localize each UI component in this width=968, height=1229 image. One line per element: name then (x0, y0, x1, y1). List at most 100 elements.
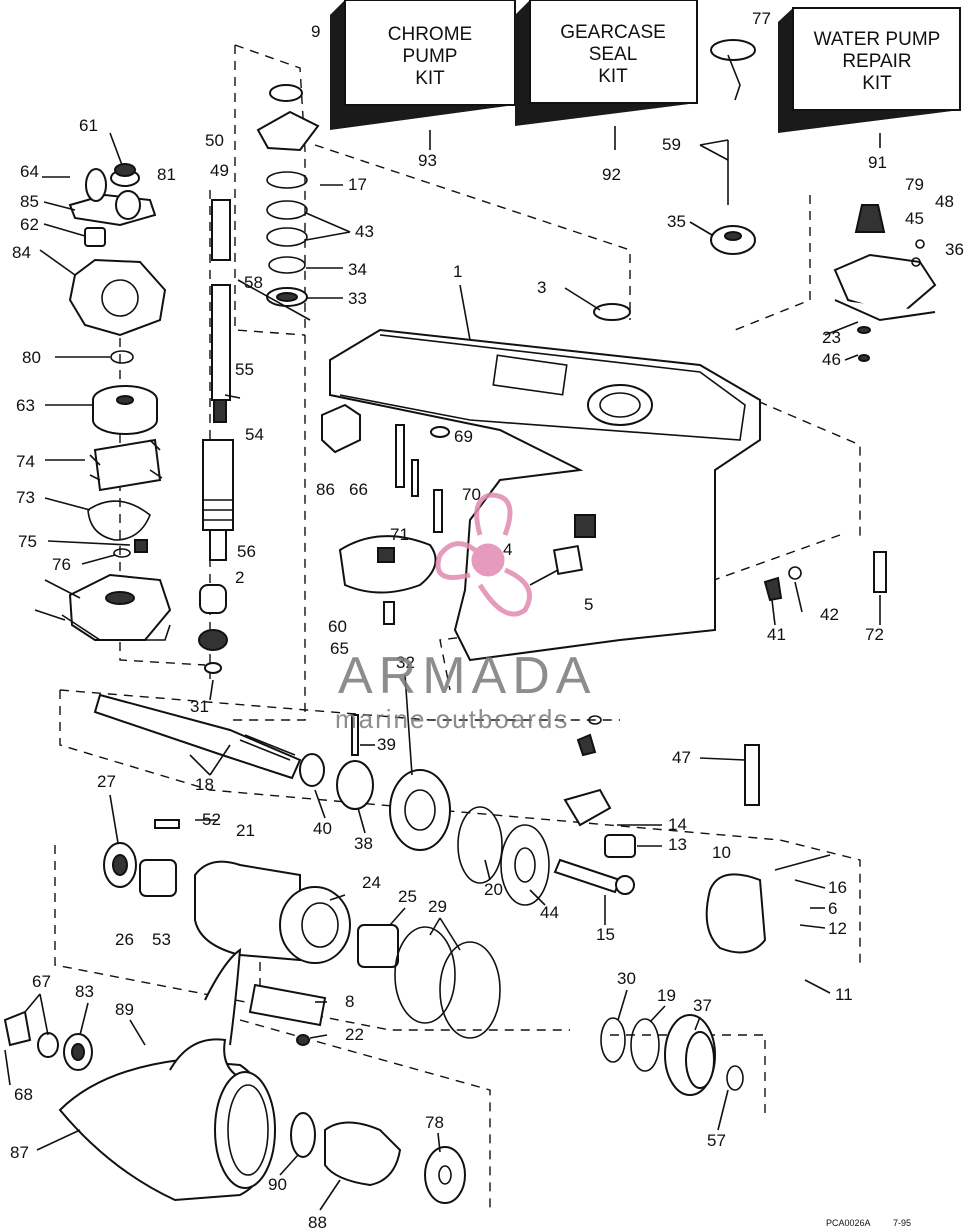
callout-76: 76 (52, 555, 71, 574)
callout-14: 14 (668, 815, 687, 834)
chrome-pump-kit-line-1: CHROME (388, 24, 472, 45)
callout-11: 11 (835, 985, 853, 1004)
callout-46: 46 (822, 350, 841, 369)
callout-79: 79 (905, 175, 924, 194)
callout-55: 55 (235, 360, 254, 379)
callout-30: 30 (617, 969, 636, 988)
callout-25: 25 (398, 887, 417, 906)
water-pump-repair-kit-line-2: REPAIR (842, 51, 911, 72)
callout-71: 71 (390, 525, 409, 544)
callout-87: 87 (10, 1143, 29, 1162)
propeller-parts (3, 948, 466, 1204)
watermark-brand: ARMADA (338, 647, 596, 705)
callout-86: 86 (316, 480, 335, 499)
callout-70: 70 (462, 485, 481, 504)
callout-31: 31 (190, 697, 209, 716)
water-pump-repair-kit-line-1: WATER PUMP (814, 29, 941, 50)
callout-29: 29 (428, 897, 447, 916)
callout-17: 17 (348, 175, 367, 194)
callout-42: 42 (820, 605, 839, 624)
callout-69: 69 (454, 427, 473, 446)
callout-74: 74 (16, 452, 35, 471)
callout-34: 34 (348, 260, 367, 279)
callout-22: 22 (345, 1025, 364, 1044)
callout-36: 36 (945, 240, 964, 259)
figure-date: 7-95 (893, 1218, 911, 1228)
callout-66: 66 (349, 480, 368, 499)
gearcase-seal-kit-line-3: KIT (598, 66, 628, 87)
callout-20: 20 (484, 880, 503, 899)
water-pump-parts (61, 163, 172, 641)
callout-2: 2 (235, 568, 244, 587)
callout-57: 57 (707, 1131, 726, 1150)
gearcase-seal-kit-line-1: GEARCASE (560, 22, 666, 43)
callout-27: 27 (97, 772, 116, 791)
callout-1: 1 (453, 262, 462, 281)
callout-56: 56 (237, 542, 256, 561)
callout-40: 40 (313, 819, 332, 838)
callout-5: 5 (584, 595, 593, 614)
water-pump-repair-kit-box: WATER PUMP REPAIR KIT (778, 7, 961, 133)
callout-26: 26 (115, 930, 134, 949)
propeller-logo-icon (435, 492, 532, 617)
callout-9: 9 (311, 22, 320, 41)
callout-93: 93 (418, 151, 437, 170)
callout-65: 65 (330, 639, 349, 658)
callout-72: 72 (865, 625, 884, 644)
callout-23: 23 (822, 328, 841, 347)
callout-10: 10 (712, 843, 731, 862)
callout-4: 4 (503, 540, 512, 559)
callout-32: 32 (396, 653, 415, 672)
callout-80: 80 (22, 348, 41, 367)
callout-47: 47 (672, 748, 691, 767)
callout-61: 61 (79, 116, 98, 135)
callout-64: 64 (20, 162, 39, 181)
callout-63: 63 (16, 396, 35, 415)
callout-15: 15 (596, 925, 615, 944)
figure-code: PCA0026A (826, 1218, 871, 1228)
callout-35: 35 (667, 212, 686, 231)
bearing-housing-parts (103, 819, 501, 1046)
propshaft-and-gears (93, 693, 831, 954)
callout-84: 84 (12, 243, 31, 262)
watermark: ARMADA marine outboards (335, 492, 596, 734)
watermark-tagline: marine outboards (335, 704, 569, 734)
callout-54: 54 (245, 425, 264, 444)
gearcase-seal-kit-box: GEARCASE SEAL KIT (515, 0, 698, 126)
mid-parts (321, 403, 887, 757)
lower-right-parts (600, 1014, 744, 1096)
callout-6: 6 (828, 899, 837, 918)
callout-3: 3 (537, 278, 546, 297)
callout-12: 12 (828, 919, 847, 938)
callout-39: 39 (377, 735, 396, 754)
callout-43: 43 (355, 222, 374, 241)
callout-81: 81 (157, 165, 176, 184)
callout-45: 45 (905, 209, 924, 228)
chrome-pump-kit-line-2: PUMP (403, 46, 458, 67)
callout-83: 83 (75, 982, 94, 1001)
callout-50: 50 (205, 131, 224, 150)
right-top-parts (593, 39, 937, 362)
callout-33: 33 (348, 289, 367, 308)
callout-90: 90 (268, 1175, 287, 1194)
callout-68: 68 (14, 1085, 33, 1104)
callout-8: 8 (345, 992, 354, 1011)
callout-37: 37 (693, 996, 712, 1015)
callout-89: 89 (115, 1000, 134, 1019)
callout-92: 92 (602, 165, 621, 184)
chrome-pump-kit-line-3: KIT (415, 68, 445, 89)
callout-24: 24 (362, 873, 381, 892)
callout-13: 13 (668, 835, 687, 854)
callout-91: 91 (868, 153, 887, 172)
chrome-pump-kit-box: CHROME PUMP KIT (330, 0, 516, 130)
callout-62: 62 (20, 215, 39, 234)
callout-88: 88 (308, 1213, 327, 1229)
callout-85: 85 (20, 192, 39, 211)
callout-21: 21 (236, 821, 255, 840)
callout-49: 49 (210, 161, 229, 180)
callout-58: 58 (244, 273, 263, 292)
water-pump-repair-kit-line-3: KIT (862, 73, 892, 94)
gearcase-housing (329, 328, 761, 662)
